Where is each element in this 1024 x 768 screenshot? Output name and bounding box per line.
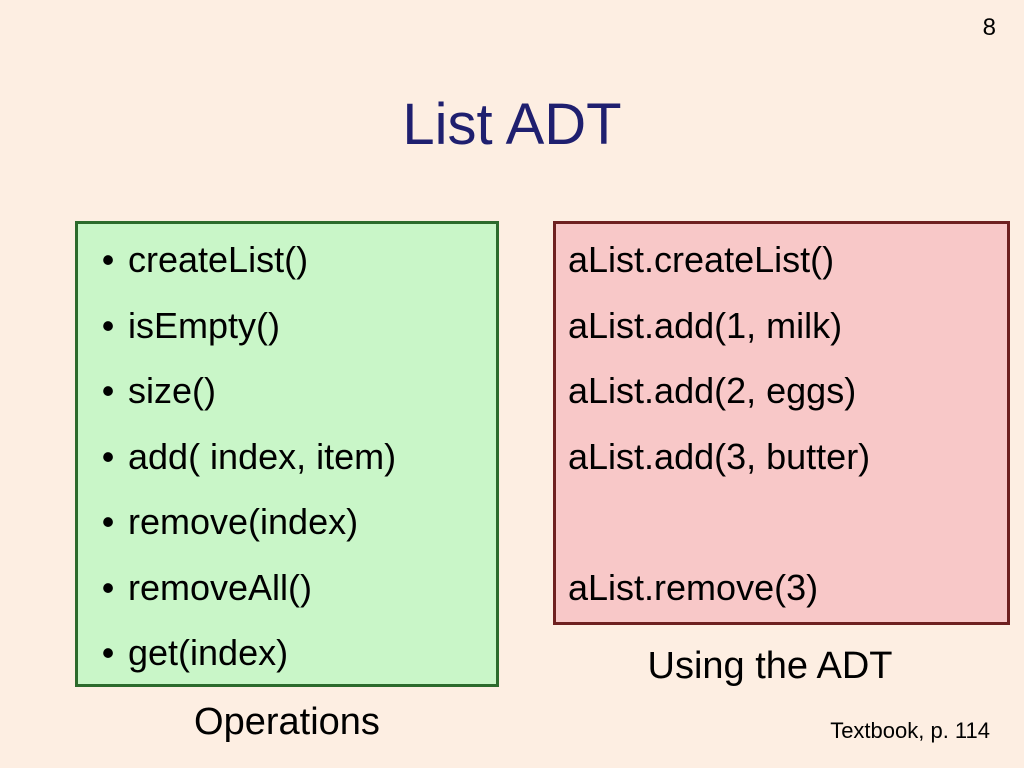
operation-item: • removeAll() bbox=[88, 564, 496, 630]
textbook-reference: Textbook, p. 114 bbox=[830, 718, 990, 743]
operation-text: isEmpty() bbox=[128, 304, 280, 346]
bullet-icon: • bbox=[101, 566, 115, 608]
usage-line: aList.add(1, milk) bbox=[568, 304, 843, 346]
operations-list: • createList() • isEmpty() • size() • add( i… bbox=[78, 224, 496, 695]
usage-line-blank bbox=[568, 498, 1007, 564]
usage-lines: aList.createList() aList.add(1, milk) aL… bbox=[556, 224, 1007, 629]
slide-number: 8 bbox=[982, 14, 996, 41]
operation-text: add( index, item) bbox=[128, 435, 397, 477]
operation-item: • get(index) bbox=[88, 629, 496, 695]
operation-text: size() bbox=[128, 370, 216, 411]
bullet-icon: • bbox=[101, 501, 115, 542]
bullet-icon: • bbox=[101, 632, 115, 673]
operations-caption: Operations bbox=[194, 701, 380, 743]
usage-line: aList.add(3, butter) bbox=[568, 435, 871, 477]
usage-caption: Using the ADT bbox=[647, 645, 893, 687]
operation-item: • isEmpty() bbox=[88, 302, 496, 368]
bullet-icon: • bbox=[101, 239, 115, 280]
operation-text: createList() bbox=[128, 239, 309, 280]
usage-line: aList.createList() bbox=[568, 239, 835, 280]
operation-item: • createList() bbox=[88, 236, 496, 302]
operation-text: removeAll() bbox=[128, 566, 313, 608]
bullet-icon: • bbox=[101, 304, 115, 346]
usage-line: aList.remove(3) bbox=[568, 566, 819, 608]
operation-text: remove(index) bbox=[128, 501, 359, 542]
usage-box: aList.createList() aList.add(1, milk) aL… bbox=[553, 221, 1010, 625]
bullet-icon: • bbox=[101, 435, 115, 477]
slide-title: List ADT bbox=[402, 92, 622, 157]
operation-item: • size() bbox=[88, 367, 496, 433]
operation-item: • add( index, item) bbox=[88, 433, 496, 499]
operation-item: • remove(index) bbox=[88, 498, 496, 564]
operation-text: get(index) bbox=[128, 632, 289, 673]
usage-line: aList.add(2, eggs) bbox=[568, 370, 857, 411]
operations-box: • createList() • isEmpty() • size() • add( i… bbox=[75, 221, 499, 687]
bullet-icon: • bbox=[101, 370, 115, 411]
